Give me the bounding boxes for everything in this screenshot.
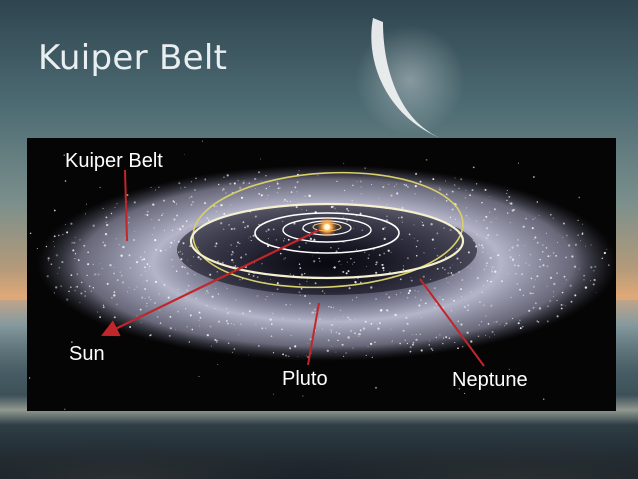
neptune-arrow [419,278,485,367]
crescent-moon [355,18,465,138]
sun-dot [324,224,330,230]
kuiper-belt-label: Kuiper Belt [65,150,163,172]
neptune-label: Neptune [452,369,528,391]
neptune-orbit [189,202,465,280]
kuiper-belt-diagram: Kuiper Belt Sun Pluto Neptune [27,138,616,411]
kuiper-belt-arrow [124,169,128,242]
pluto-orbit [192,171,464,289]
sun-arrow [101,229,320,337]
sun-label: Sun [69,343,105,365]
pluto-label: Pluto [282,368,328,390]
pluto-arrow [307,302,320,366]
slide-title: Kuiper Belt [38,38,228,78]
outer-planet-orbit [254,212,400,254]
dunes-background [0,420,638,479]
